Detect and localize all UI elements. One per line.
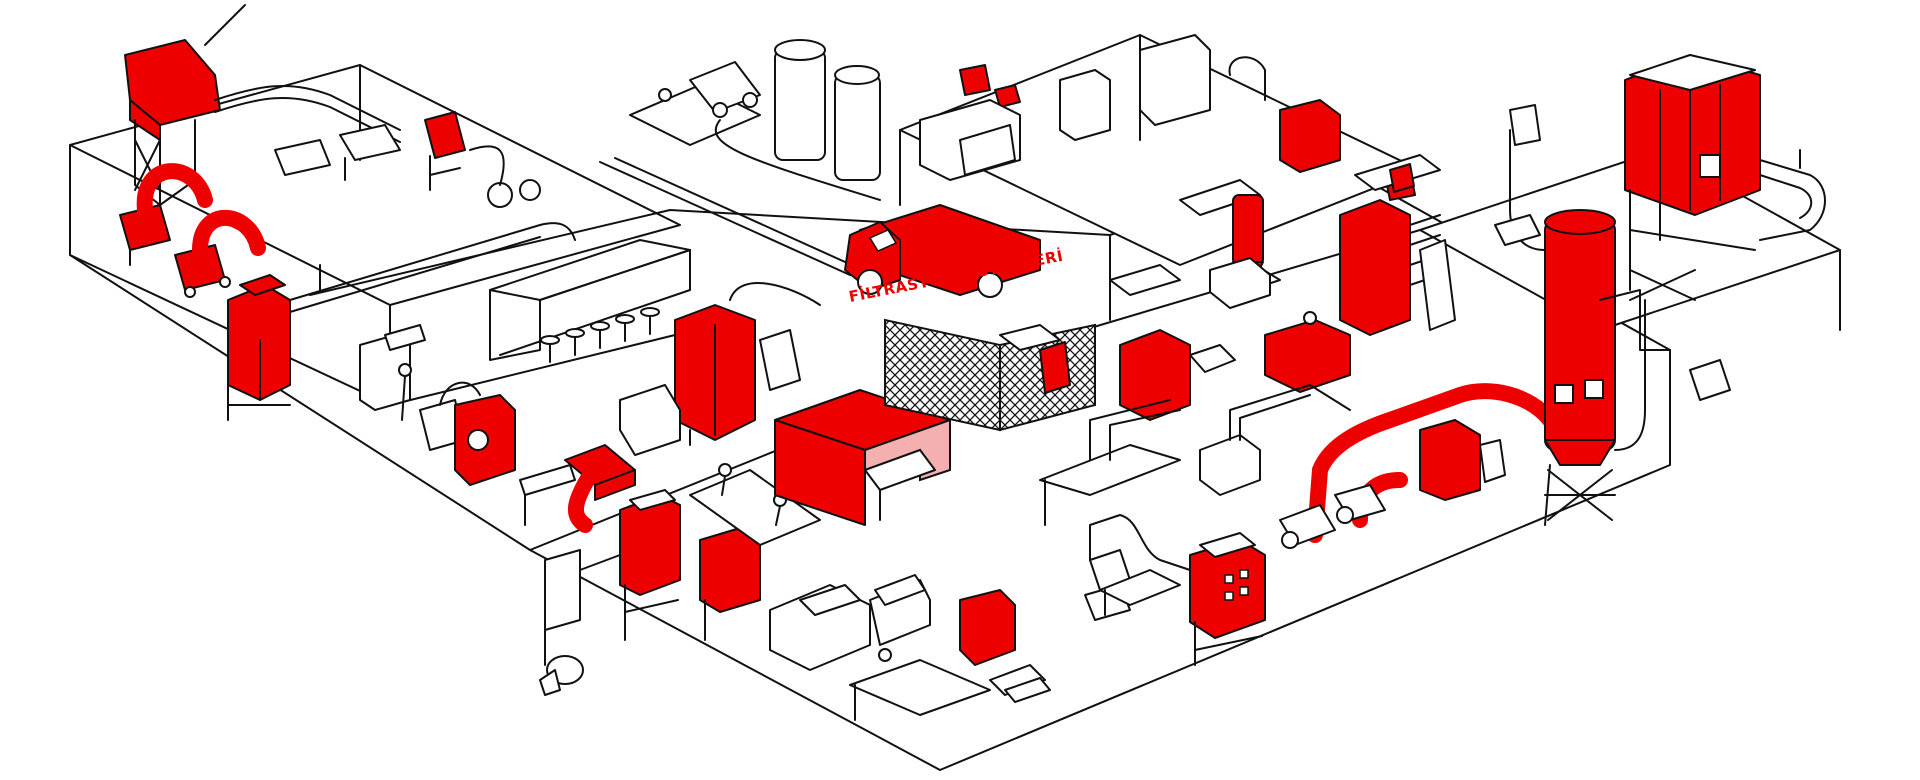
mesh-enclosure: [884, 318, 1096, 432]
portable-extractor-left: [119, 163, 266, 298]
oven-units: [769, 574, 931, 671]
red-ducting: [1279, 383, 1558, 549]
red-canopy: [774, 389, 951, 526]
silos-area: [629, 39, 881, 201]
stools: [540, 307, 660, 363]
bottom-right-cartridge-filter: [1084, 514, 1266, 666]
fume-hood-station: [489, 239, 691, 363]
top-right-dust-collector: [1624, 54, 1826, 301]
top-left-dust-collector: [124, 4, 401, 206]
center-pipework: [1039, 384, 1351, 616]
double-cartridge-filters: [619, 489, 761, 641]
big-silo: [1509, 129, 1646, 526]
center-dust-collector: [619, 282, 821, 456]
back-building-machines: [919, 34, 1341, 216]
left-cartridge-filter: [227, 274, 291, 421]
truck: [844, 204, 1041, 298]
mid-right-red-unit: [1339, 154, 1456, 336]
central-workers: [689, 463, 821, 576]
left-building-details: [274, 124, 576, 313]
right-edge-details: [1494, 104, 1731, 401]
duct-extractor: [519, 444, 636, 533]
center-right-stations: [1109, 257, 1351, 421]
small-red-unit: [424, 111, 466, 191]
bottom-center-station: [849, 589, 1051, 721]
rail-lines: [599, 157, 866, 276]
left-duct-fan: [539, 549, 621, 696]
left-workstations: [359, 324, 516, 486]
